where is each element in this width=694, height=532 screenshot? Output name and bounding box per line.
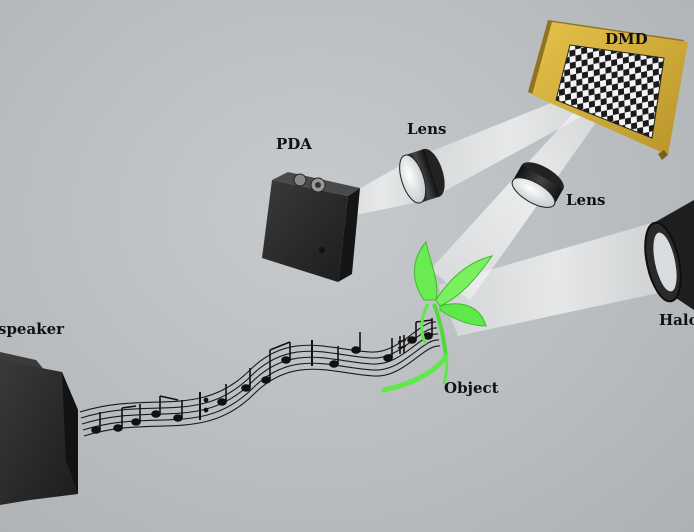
pda-device bbox=[262, 172, 360, 282]
loudspeaker bbox=[0, 352, 78, 505]
beam-halogen-to-object bbox=[438, 222, 672, 336]
dmd-device bbox=[528, 20, 688, 160]
label-dmd: DMD bbox=[605, 30, 648, 48]
halogen-lamp bbox=[644, 200, 694, 310]
label-object: Object bbox=[444, 379, 499, 397]
label-lens-right: Lens bbox=[566, 191, 606, 209]
object-plant bbox=[381, 240, 494, 393]
label-lens-top: Lens bbox=[407, 120, 447, 138]
label-halogen: Halo bbox=[659, 311, 694, 329]
lens-right bbox=[511, 162, 564, 208]
music-staff bbox=[79, 321, 441, 437]
label-speaker: speaker bbox=[0, 320, 65, 338]
label-pda: PDA bbox=[276, 135, 312, 153]
beam-dmd-to-lens bbox=[410, 84, 612, 200]
lens-top bbox=[399, 148, 445, 204]
music-notes bbox=[91, 318, 433, 434]
